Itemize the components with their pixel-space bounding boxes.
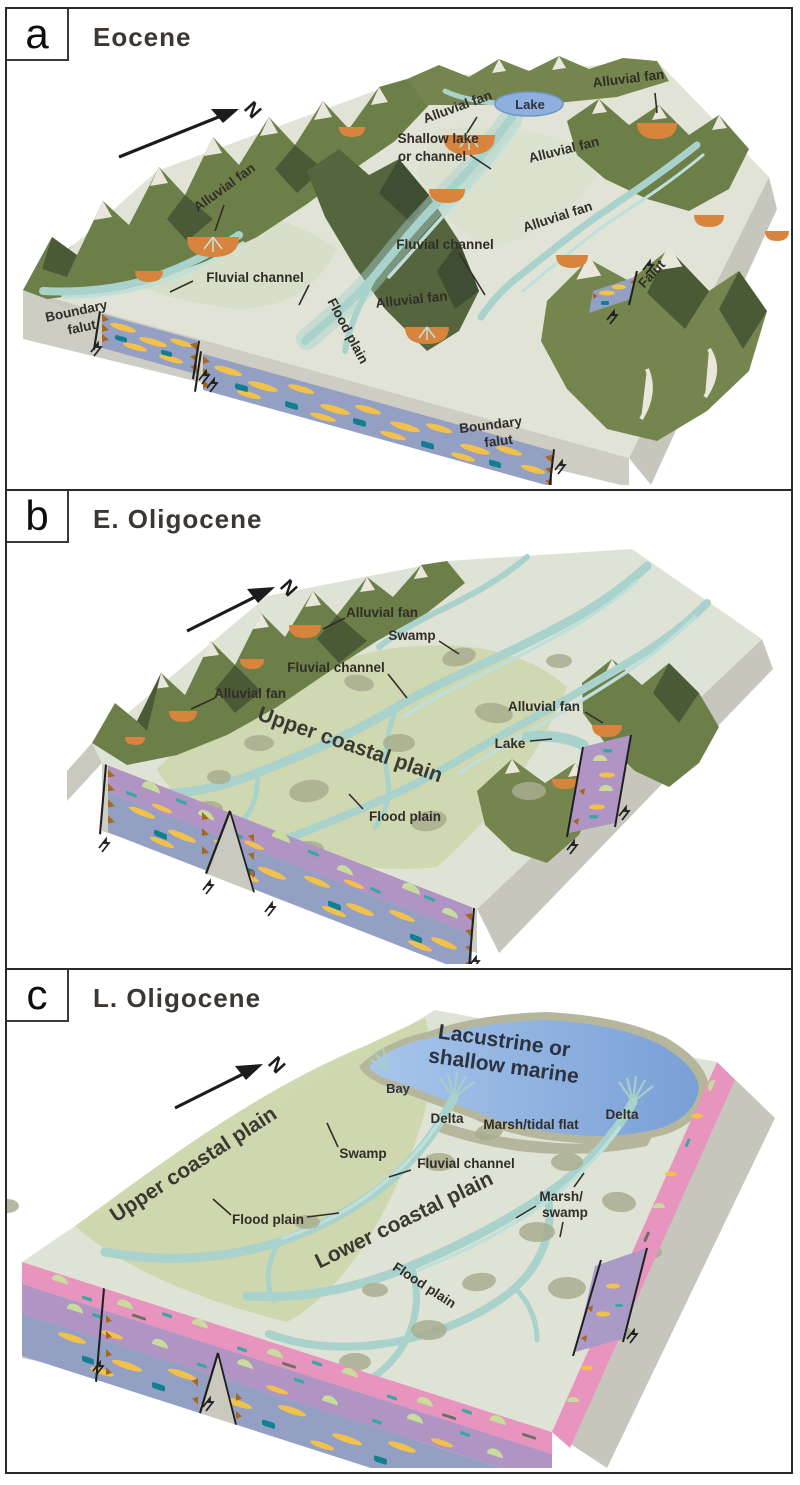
label-marsh-tidal-flat: Marsh/tidal flat <box>483 1117 579 1132</box>
alluvial-fans <box>135 123 789 344</box>
panel-c: c L. Oligocene <box>5 968 793 1474</box>
label-alluvial-fan: Alluvial fan <box>214 686 286 701</box>
strata-right-face <box>566 734 632 838</box>
figure: a Eocene <box>5 7 793 1474</box>
label-bay: Bay <box>386 1081 411 1096</box>
panel-b: b E. Oligocene <box>5 489 793 970</box>
label-alluvial-fan: Alluvial fan <box>375 288 448 310</box>
panel-a: a Eocene <box>5 7 793 491</box>
label-lake: Lake <box>495 736 526 751</box>
lake-waterbody <box>494 91 564 117</box>
label-alluvial-fan: Alluvial fan <box>346 605 418 620</box>
label-marsh-swamp: Marsh/ swamp <box>539 1189 588 1220</box>
label-lake: Lake <box>515 97 545 112</box>
panel-c-title: L. Oligocene <box>93 983 262 1013</box>
leader-lines <box>169 92 658 306</box>
label-delta: Delta <box>430 1111 464 1126</box>
label-delta: Delta <box>605 1107 639 1122</box>
alluvial-fans <box>125 625 622 789</box>
upper-coastal-plain-area <box>75 1018 432 1322</box>
strata-right-edge <box>589 270 638 313</box>
label-flood-plain: Flood plain <box>369 809 441 824</box>
label-swamp: Swamp <box>339 1146 386 1161</box>
panel-b-title: E. Oligocene <box>93 504 263 534</box>
label-flood-plain: Flood plain <box>232 1212 304 1227</box>
label-fluvial-channel: Fluvial channel <box>396 237 494 252</box>
strata-right-face <box>552 1062 735 1448</box>
strata-front-face <box>22 1262 552 1468</box>
fluvial-channels <box>100 1093 638 1406</box>
panel-b-badge: b <box>7 491 69 543</box>
strata-front-face <box>99 764 475 964</box>
panel-a-artwork: N Alluvial fan Alluvial fan Lake Shallow… <box>23 56 789 485</box>
deltas <box>370 1047 654 1103</box>
north-letter: N <box>239 98 265 123</box>
label-fluvial-channel: Fluvial channel <box>417 1156 515 1171</box>
strata-front-face <box>93 310 555 485</box>
label-alluvial-fan: Alluvial fan <box>508 699 580 714</box>
panel-c-badge: c <box>7 970 69 1022</box>
north-letter: N <box>263 1053 289 1078</box>
panel-b-artwork: N Alluvial fan Swamp Fluvial channel All… <box>67 549 773 964</box>
label-swamp: Swamp <box>388 628 435 643</box>
panel-a-title: Eocene <box>93 22 192 52</box>
panel-c-artwork: N Lacustrine or shallow marine Bay Delt <box>7 1010 775 1468</box>
leader-lines <box>190 617 604 810</box>
mountains <box>23 56 767 441</box>
panel-a-badge: a <box>7 9 69 61</box>
leader-lines <box>212 1122 585 1238</box>
label-fluvial-channel: Fluvial channel <box>287 660 385 675</box>
lake-waterbody <box>521 730 589 751</box>
label-shallow-lake-or-channel: Shallow lake or channel <box>398 131 483 164</box>
label-fluvial-channel: Fluvial channel <box>206 270 304 285</box>
